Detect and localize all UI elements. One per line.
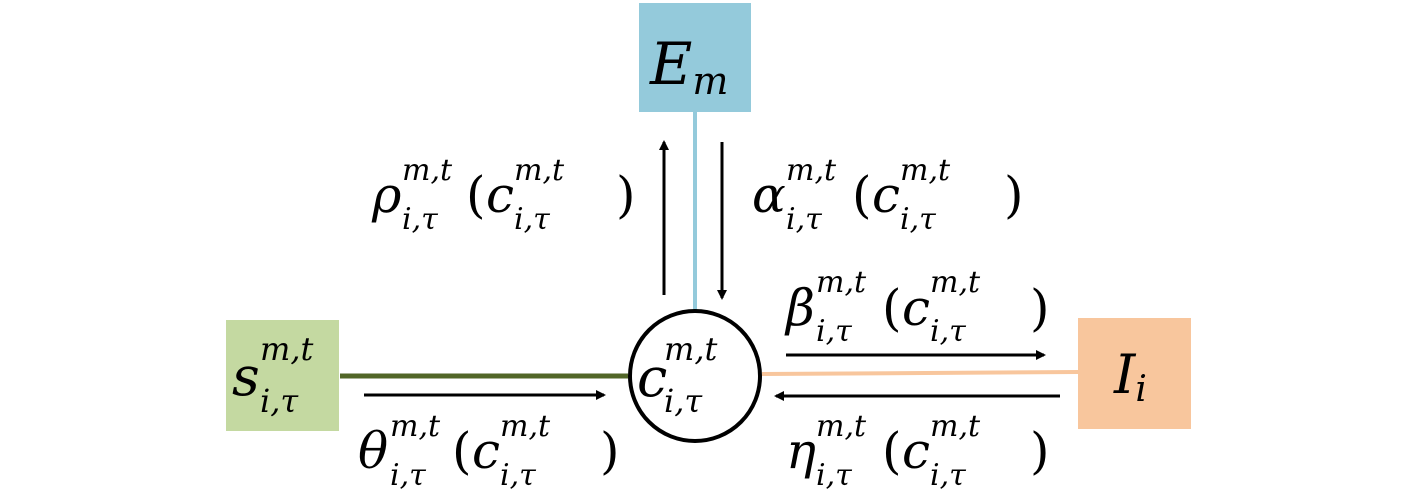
svg-text:m,t: m,t: [500, 409, 551, 444]
svg-text:m,t: m,t: [930, 409, 981, 444]
node-s-subscript: i,τ: [260, 382, 299, 420]
node-em-label: Em: [649, 30, 728, 103]
svg-text:m,t: m,t: [900, 153, 951, 188]
svg-text:(: (: [452, 422, 472, 480]
message-rho-label: ρ m,t i,τ ( c m,t i,τ ): [371, 153, 636, 237]
node-c-label: c: [637, 346, 667, 409]
node-s-box: [226, 320, 339, 431]
edge-c-to-ii: [761, 370, 1079, 376]
svg-text:i,τ: i,τ: [390, 458, 426, 493]
node-em-box: [639, 3, 751, 112]
svg-text:i,τ: i,τ: [500, 458, 536, 493]
svg-text:): ): [1030, 422, 1050, 480]
svg-text:m,t: m,t: [514, 153, 565, 188]
node-ii-box: [1078, 318, 1191, 429]
svg-text:α: α: [752, 166, 786, 224]
svg-text:i,τ: i,τ: [514, 202, 550, 237]
svg-text:c: c: [902, 422, 930, 480]
svg-text:i,τ: i,τ: [816, 458, 852, 493]
svg-text:c: c: [486, 166, 514, 224]
node-s-superscript: m,t: [260, 330, 314, 368]
svg-text:ρ: ρ: [371, 166, 402, 224]
svg-text:c: c: [472, 422, 500, 480]
svg-text:(: (: [852, 166, 872, 224]
svg-text:(: (: [882, 422, 902, 480]
svg-text:c: c: [902, 279, 930, 337]
svg-text:c: c: [872, 166, 900, 224]
svg-text:θ: θ: [358, 422, 388, 480]
message-alpha-label: α m,t i,τ ( c m,t i,τ ): [752, 153, 1024, 237]
svg-text:(: (: [882, 279, 902, 337]
node-c-superscript: m,t: [664, 330, 718, 368]
svg-text:i,τ: i,τ: [930, 314, 966, 349]
svg-text:m,t: m,t: [390, 409, 441, 444]
node-c-circle: [628, 309, 762, 443]
svg-text:m,t: m,t: [402, 153, 453, 188]
message-theta-label: θ m,t i,τ ( c m,t i,τ ): [358, 409, 620, 493]
svg-text:m,t: m,t: [816, 409, 867, 444]
svg-text:m,t: m,t: [816, 265, 867, 300]
svg-text:β: β: [784, 279, 815, 337]
svg-text:i,τ: i,τ: [900, 202, 936, 237]
svg-text:i,τ: i,τ: [402, 202, 438, 237]
svg-text:η: η: [786, 422, 816, 480]
svg-text:i,τ: i,τ: [786, 202, 822, 237]
svg-text:i,τ: i,τ: [816, 314, 852, 349]
svg-text:): ): [600, 422, 620, 480]
node-s-label: s: [232, 345, 260, 408]
message-eta-label: η m,t i,τ ( c m,t i,τ ): [786, 409, 1050, 493]
svg-text:): ): [616, 166, 636, 224]
svg-text:(: (: [466, 166, 486, 224]
message-beta-label: β m,t i,τ ( c m,t i,τ ): [784, 265, 1050, 349]
svg-text:m,t: m,t: [930, 265, 981, 300]
svg-text:): ): [1030, 279, 1050, 337]
svg-text:): ): [1004, 166, 1024, 224]
svg-text:m,t: m,t: [786, 153, 837, 188]
svg-text:i,τ: i,τ: [930, 458, 966, 493]
node-c-subscript: i,τ: [664, 382, 703, 420]
node-ii-label: Ii: [1113, 343, 1147, 410]
